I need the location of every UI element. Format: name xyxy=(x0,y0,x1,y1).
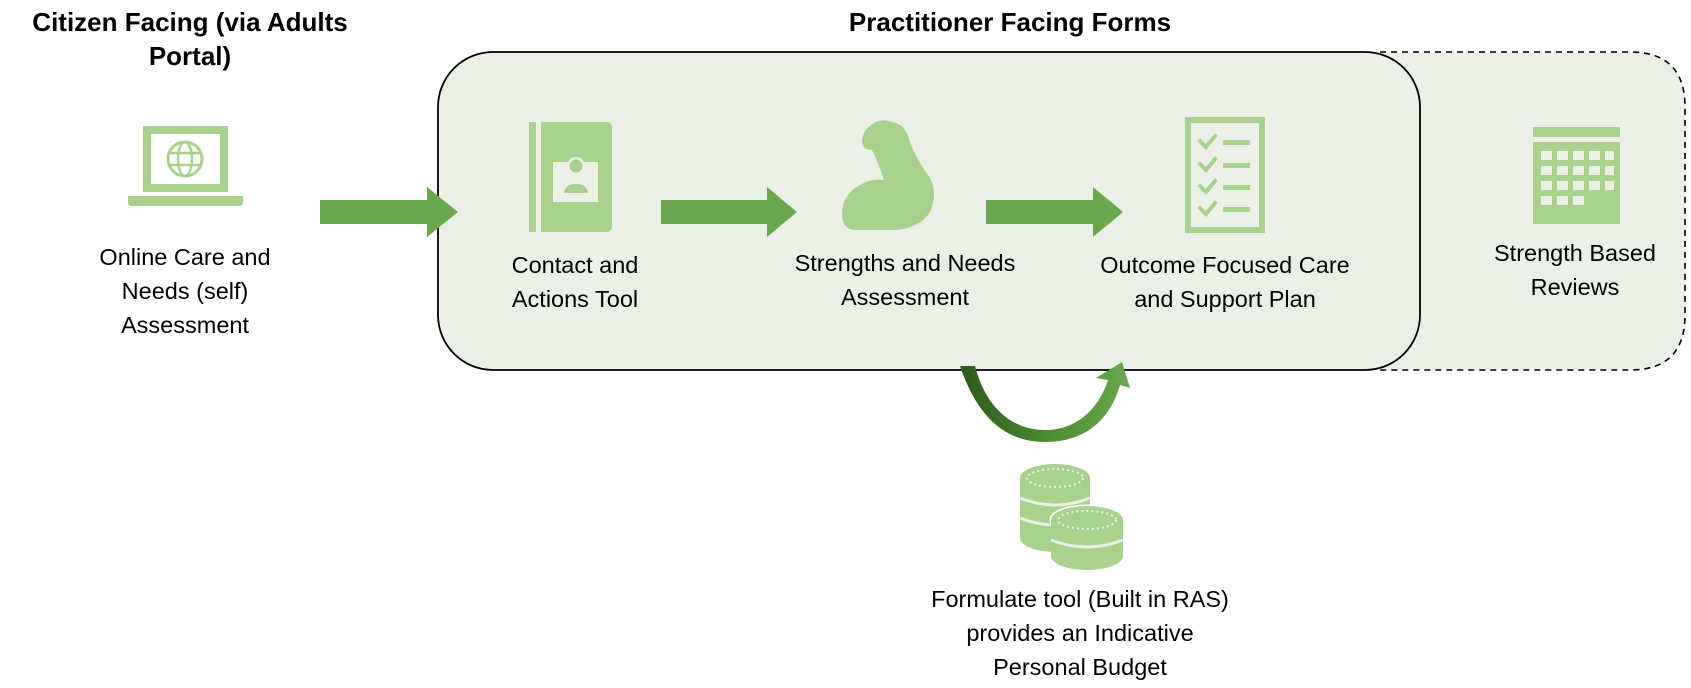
citizen-heading-line-2: Portal) xyxy=(148,41,232,71)
contact-label-line-1: Contact and xyxy=(511,252,639,278)
strengths-assessment-label: Strengths and Needs Assessment xyxy=(760,246,1050,314)
arrow-strengths-to-outcome xyxy=(986,187,1123,237)
budget-label-line-1: Formulate tool (Built in RAS) xyxy=(931,586,1229,612)
citizen-facing-heading: Citizen Facing (via Adults Portal) xyxy=(0,5,380,73)
citizen-heading-line-1: Citizen Facing (via Adults xyxy=(32,7,348,37)
reviews-dashed-panel xyxy=(1380,51,1686,371)
strengths-label-line-1: Strengths and Needs xyxy=(794,250,1016,276)
budget-label-line-2: provides an Indicative xyxy=(966,620,1194,646)
arrow-contact-to-strengths xyxy=(661,187,797,237)
online-label-line-2: Needs (self) xyxy=(121,278,249,304)
outcome-plan-label: Outcome Focused Care and Support Plan xyxy=(1080,248,1370,316)
contact-label-line-2: Actions Tool xyxy=(511,286,639,312)
checklist-icon xyxy=(1185,117,1265,233)
arrow-online-to-contact xyxy=(320,187,458,237)
practitioner-heading-text: Practitioner Facing Forms xyxy=(848,7,1172,37)
reviews-label-line-2: Reviews xyxy=(1530,274,1620,300)
reviews-label-line-1: Strength Based xyxy=(1494,240,1656,266)
strengths-label-line-2: Assessment xyxy=(841,284,969,310)
online-assessment-label: Online Care and Needs (self) Assessment xyxy=(55,240,315,342)
budget-tool-label: Formulate tool (Built in RAS) provides a… xyxy=(900,582,1260,684)
contact-book-icon xyxy=(529,122,612,232)
outcome-label-line-1: Outcome Focused Care xyxy=(1100,252,1350,278)
curved-arrow-budget-loop xyxy=(960,362,1130,442)
flexed-arm-icon xyxy=(842,120,934,230)
coins-icon xyxy=(1019,464,1125,570)
practitioner-facing-heading: Practitioner Facing Forms xyxy=(760,5,1260,39)
laptop-globe-icon xyxy=(128,126,243,206)
online-label-line-3: Assessment xyxy=(121,312,249,338)
online-label-line-1: Online Care and xyxy=(99,244,271,270)
budget-label-line-3: Personal Budget xyxy=(993,654,1167,680)
contact-tool-label: Contact and Actions Tool xyxy=(460,248,690,316)
strength-reviews-label: Strength Based Reviews xyxy=(1460,236,1690,304)
outcome-label-line-2: and Support Plan xyxy=(1134,286,1316,312)
calendar-icon xyxy=(1533,127,1620,224)
